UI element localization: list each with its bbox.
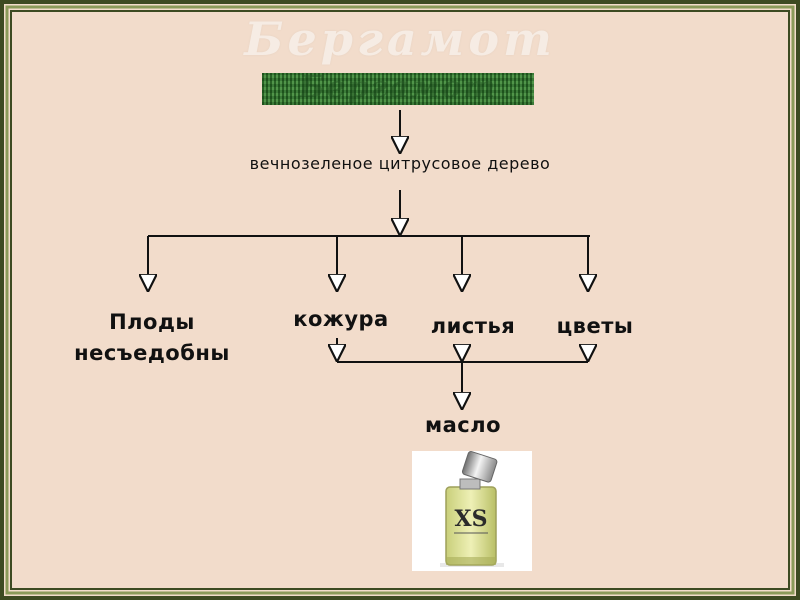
branch-fruits-line1: Плоды	[109, 310, 195, 334]
branch-flowers: цветы	[556, 314, 634, 338]
title-band-text: Бергамот	[298, 70, 498, 105]
bottle-neck	[459, 478, 481, 490]
branch-peel: кожура	[293, 307, 389, 331]
bottle-label: XS	[455, 506, 488, 532]
branch-leaves: листья	[430, 314, 516, 338]
bottle-cap	[461, 451, 498, 483]
title-band	[262, 73, 534, 105]
branch-fruits: Плоды несъедобны	[62, 307, 242, 369]
branch-fruits-line2: несъедобны	[74, 341, 230, 365]
product-oil: масло	[424, 413, 502, 437]
title-watermark: Бергамот	[244, 12, 556, 66]
perfume-bottle-image: XS	[412, 451, 532, 571]
bottle-bottom	[446, 557, 496, 565]
subtitle: вечнозеленое цитрусовое дерево	[249, 154, 551, 173]
